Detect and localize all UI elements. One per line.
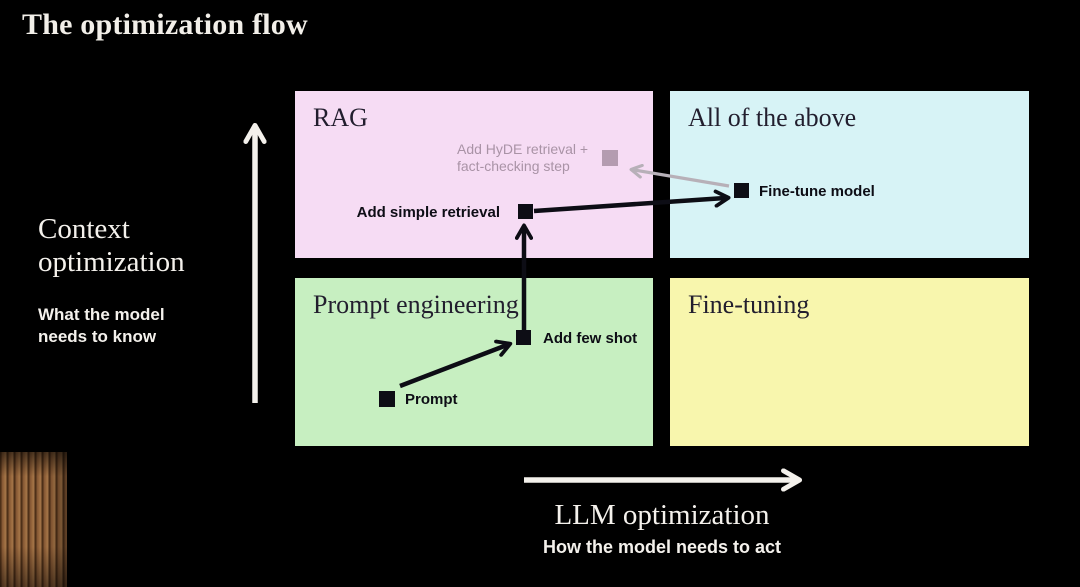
quadrant-all-of-the-above-label: All of the above xyxy=(688,103,857,132)
quadrant-prompt-engineering-label: Prompt engineering xyxy=(313,290,519,319)
x-axis-label-block: LLM optimization How the model needs to … xyxy=(460,499,864,558)
add-hyde-marker xyxy=(602,150,618,166)
wood-panel-corner xyxy=(0,452,67,587)
x-axis-subtitle: How the model needs to act xyxy=(542,537,782,558)
quadrant-rag-label: RAG xyxy=(313,103,368,132)
y-axis-label-block: Context optimization What the model need… xyxy=(38,213,185,348)
add-hyde-label: Add HyDE retrieval + fact-checking step xyxy=(457,141,589,174)
add-few-shot-marker xyxy=(516,330,531,345)
add-simple-retrieval-label: Add simple retrieval xyxy=(356,204,500,221)
quadrant-fine-tuning-label: Fine-tuning xyxy=(688,290,810,319)
quadrant-rag: RAG xyxy=(295,91,653,258)
prompt-label: Prompt xyxy=(405,391,458,408)
fine-tune-model-label: Fine-tune model xyxy=(759,183,875,200)
quadrant-all-of-the-above: All of the above xyxy=(670,91,1029,258)
quadrant-fine-tuning: Fine-tuning xyxy=(670,278,1029,446)
prompt-marker xyxy=(379,391,395,407)
x-axis-title: LLM optimization xyxy=(554,499,770,531)
add-simple-retrieval-marker xyxy=(518,204,533,219)
quadrant-prompt-engineering: Prompt engineering xyxy=(295,278,653,446)
y-axis-subtitle: What the model needs to know xyxy=(38,305,165,346)
add-few-shot-label: Add few shot xyxy=(543,330,638,347)
fine-tune-model-marker xyxy=(734,183,749,198)
y-axis-title: Context optimization xyxy=(38,213,185,279)
slide-title: The optimization flow xyxy=(22,8,308,41)
